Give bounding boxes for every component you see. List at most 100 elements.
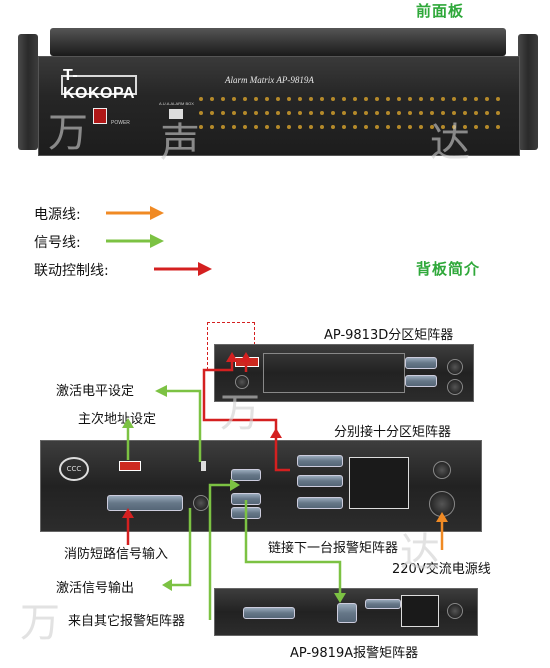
input-connector [231,469,261,481]
legend-signal-label: 信号线: [34,235,81,251]
indicator-led [397,97,401,101]
indicator-led [331,111,335,115]
next-alarm-matrix-panel [214,588,478,636]
led-grid [199,97,509,137]
fire-input-label: 消防短路信号输入 [64,547,169,562]
watermark-2: 声 [160,120,200,166]
indicator-led [419,125,423,129]
indicator-led [430,125,434,129]
ccc-logo: CCC [59,457,89,481]
activate-output-jack [193,495,209,511]
indicator-led [430,111,434,115]
indicator-led [331,97,335,101]
next-power-knob [447,603,463,619]
indicator-led [199,111,203,115]
indicator-led [342,125,346,129]
ac-power-label: 220V交流电源线 [392,562,491,577]
chain-next-arrow [244,500,342,595]
indicator-led [320,125,324,129]
indicator-led [309,111,313,115]
indicator-led [353,97,357,101]
indicator-led [441,125,445,129]
display-window [169,109,183,119]
activate-level-arrow [165,389,202,462]
indicator-led [320,111,324,115]
indicator-led [342,97,346,101]
indicator-led [397,125,401,129]
indicator-led [276,97,280,101]
right-rack-ear [518,34,538,150]
indicator-led [452,125,456,129]
chassis-top [50,28,506,56]
indicator-led [430,97,434,101]
indicator-led [221,125,225,129]
next-link-connector [337,603,357,623]
zone-feed-line [202,360,278,436]
model-name: Alarm Matrix AP-9819A [225,75,314,85]
legend-power-label: 电源线: [34,207,81,223]
fire-input-connector [107,495,183,511]
zone-jack [235,375,249,389]
zone-label: A.U.A.ALARM BOX [159,101,194,106]
indicator-led [221,97,225,101]
legend-control-label: 联动控制线: [34,263,109,279]
zone-relay-block [263,353,405,393]
legend-control-arrow [154,262,212,276]
output-connector-1 [297,455,343,467]
indicator-led [199,125,203,129]
indicator-led [452,111,456,115]
zone-control-arrow [274,436,290,472]
indicator-led [375,97,379,101]
zone-fuse-knob [447,359,463,375]
indicator-led [364,97,368,101]
indicator-led [265,111,269,115]
activate-output-arrow [170,508,192,587]
indicator-led [265,97,269,101]
indicator-led [276,111,280,115]
alarm-matrix-back-panel: CCC [40,440,482,532]
indicator-led [452,97,456,101]
indicator-led [463,111,467,115]
indicator-led [386,125,390,129]
indicator-led [320,97,324,101]
indicator-led [254,97,258,101]
indicator-led [254,125,258,129]
activate-output-label: 激活信号输出 [56,581,135,596]
indicator-led [474,97,478,101]
power-switch[interactable] [93,108,107,124]
indicator-led [441,97,445,101]
zone-io-connector-b [405,375,437,387]
indicator-led [496,111,500,115]
level-selector[interactable] [201,461,206,471]
indicator-led [298,111,302,115]
indicator-led [419,97,423,101]
indicator-led [397,111,401,115]
address-label: 主次地址设定 [78,412,157,427]
indicator-led [221,111,225,115]
indicator-led [353,111,357,115]
top-device-label: AP-9813D分区矩阵器 [324,328,454,343]
indicator-led [364,111,368,115]
indicator-led [408,97,412,101]
back-panel-title: 背板简介 [416,260,481,278]
address-dip-switch[interactable] [119,461,141,471]
indicator-led [210,97,214,101]
next-warning-panel [401,595,439,627]
warning-label-panel [349,457,409,509]
front-panel-title: 前面板 [416,2,465,20]
indicator-led [408,111,412,115]
zone-connect-label: 分别接十分区矩阵器 [334,425,452,440]
watermark-3: 达 [430,120,470,166]
legend-signal-arrow [106,234,164,248]
indicator-led [485,125,489,129]
activate-level-label: 激活电平设定 [56,384,135,399]
next-input-connector [243,607,295,619]
from-other-arrow [208,483,232,620]
front-face: T-KOKOPA POWER Alarm Matrix AP-9819A A.U… [38,56,520,156]
indicator-led [364,125,368,129]
indicator-led [232,111,236,115]
indicator-led [199,97,203,101]
indicator-led [375,111,379,115]
indicator-led [386,111,390,115]
watermark-1: 万 [48,110,88,156]
